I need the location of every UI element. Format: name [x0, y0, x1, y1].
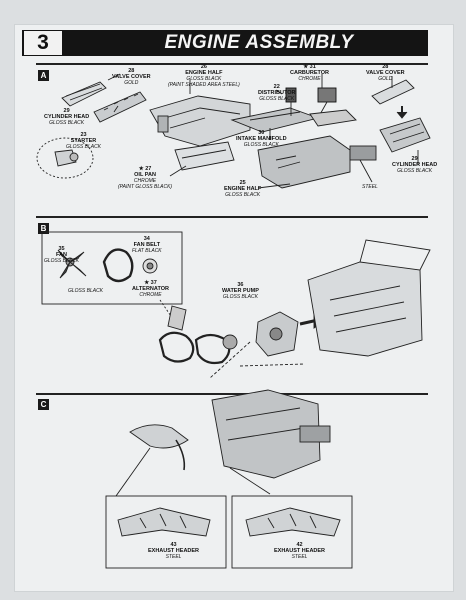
label-fan-belt: 34 FAN BELT FLAT BLACK: [132, 236, 162, 254]
engine-half-top-drawing: [149, 95, 251, 147]
exhaust-header-left-drawing: [117, 507, 211, 537]
label-carburetor: ★ 31 CARBURETOR CHROME: [290, 64, 330, 82]
alternator-drawing: [142, 258, 158, 274]
section-c-badge: C: [38, 399, 49, 410]
engine-block-c-drawing: [211, 389, 331, 479]
section-c-divider: [36, 393, 428, 395]
label-water-pump: 36 WATER PUMP GLOSS BLACK: [222, 282, 259, 300]
water-pump-drawing: [255, 311, 299, 357]
label-exhaust-header-left: 43 EXHAUST HEADER STEEL: [148, 542, 200, 560]
label-engine-half-bottom: 25 ENGINE HALF GLOSS BLACK: [224, 180, 262, 198]
label-cylinder-head-right: 29 CYLINDER HEAD GLOSS BLACK: [392, 156, 438, 174]
engine-half-bottom-drawing: [257, 135, 377, 189]
label-engine-half-top: 26 ENGINE HALF GLOSS BLACK (PAINT SHADED…: [168, 64, 240, 88]
belt-assembly-drawing: [158, 305, 238, 365]
label-starter: 23 STARTER GLOSS BLACK: [66, 132, 102, 150]
valve-cover-left-drawing: [61, 81, 107, 107]
oil-pan-drawing: [174, 141, 235, 171]
cylinder-head-right-drawing: [379, 117, 431, 153]
cylinder-head-left-drawing: [93, 91, 147, 123]
starter-inset-drawing: [36, 137, 94, 179]
exhaust-left-inset-frame: [105, 495, 227, 569]
fan-belt-inset-frame: [41, 231, 183, 305]
label-valve-cover-left: 28 VALVE COVER GOLD: [112, 68, 151, 86]
label-distributor: 22 DISTRIBUTOR GLOSS BLACK: [258, 84, 296, 102]
engine-block-b-drawing: [307, 239, 431, 357]
label-intake-manifold: 30 INTAKE MANIFOLD GLOSS BLACK: [236, 130, 287, 148]
label-oil-pan: ★ 27 OIL PAN CHROME (PAINT GLOSS BLACK): [118, 166, 173, 190]
label-gloss-black: GLOSS BLACK: [68, 288, 104, 294]
label-steel: STEEL: [362, 184, 378, 190]
label-alternator: ★ 37 ALTERNATOR CHROME: [132, 280, 169, 298]
label-fan: 35 FAN GLOSS BLACK: [44, 246, 80, 264]
page-title: ENGINE ASSEMBLY: [164, 32, 354, 53]
section-b-badge: B: [38, 223, 49, 234]
fan-drawing: [57, 249, 87, 279]
exhaust-right-inset-frame: [231, 495, 353, 569]
section-b-divider: [36, 216, 428, 218]
fan-belt-drawing: [102, 248, 134, 283]
valve-cover-right-drawing: [371, 79, 415, 105]
label-exhaust-header-right: 42 EXHAUST HEADER STEEL: [274, 542, 326, 560]
step-header-bar: [22, 30, 428, 56]
section-a-divider: [36, 63, 428, 65]
step-number: 3: [24, 31, 62, 55]
label-cylinder-head-left: 29 CYLINDER HEAD GLOSS BLACK: [44, 108, 90, 126]
exhaust-header-right-drawing: [245, 507, 341, 537]
section-a-badge: A: [38, 70, 49, 81]
exhaust-header-drawing: [129, 424, 189, 471]
label-valve-cover-right: 28 VALVE COVER GOLD: [366, 64, 405, 82]
distributor-drawing: [285, 87, 297, 116]
